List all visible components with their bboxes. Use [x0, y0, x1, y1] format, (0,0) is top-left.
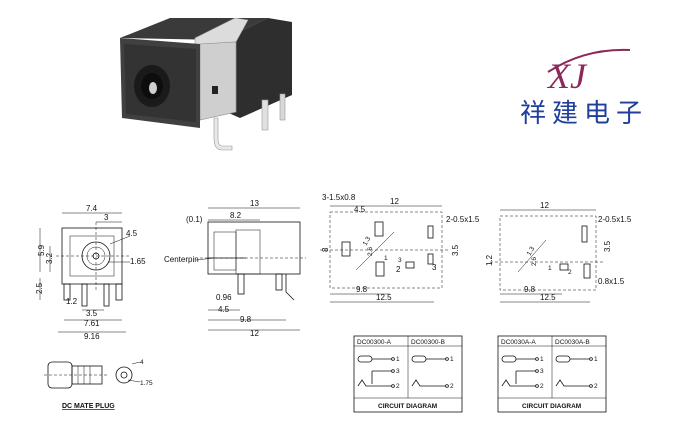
fpb-dim-pin-gap: 3.5	[603, 240, 612, 252]
dim-leg-spacing: 3.5	[86, 309, 98, 318]
fpa-dim-slot-offset: 4.5	[354, 205, 366, 214]
fpb-dim-pad: 2-0.5x1.5	[598, 215, 632, 224]
side-dim-total: 12	[250, 329, 259, 338]
circuit-b-header-a: DC0030A-A	[501, 339, 536, 346]
footprint-view-b: 12 2-0.5x1.5 3.5 1.2 1.3 2.6 1 2 0.8x1.5…	[485, 201, 632, 303]
fpb-dim-pad2: 0.8x1.5	[598, 277, 625, 286]
circuit-b-pin-1: 1	[450, 356, 454, 363]
logo-swoosh-icon	[547, 48, 631, 73]
fpb-dim-diag2: 2.6	[531, 257, 538, 266]
fpa-dim-diag2: 2.6	[367, 247, 374, 256]
side-centerpin-label: Centerpin	[164, 255, 199, 264]
side-dim-length: 13	[250, 199, 259, 208]
circuit-d-pin-2: 2	[594, 383, 598, 390]
fpb-dim-length: 12	[540, 201, 549, 210]
fpb-dim-offset: 1.2	[485, 254, 494, 266]
circuit-a-header-a: DC00300-A	[357, 339, 392, 346]
side-dim-pin-span: 9.8	[240, 315, 252, 324]
circuit-d-pin-1: 1	[594, 356, 598, 363]
logo-chinese-name: 祥建电子	[520, 99, 648, 129]
circuit-a-pin-1: 1	[396, 356, 400, 363]
dim-leg-width: 1.2	[66, 297, 78, 306]
circuit-c-pin-2: 2	[540, 383, 544, 390]
fpa-dim-pin-gap: 3.5	[451, 244, 460, 256]
dim-center-height: 3.2	[45, 252, 54, 264]
fpa-dim-pin1: 1	[384, 255, 388, 262]
connector-photo	[120, 17, 292, 151]
fpa-dim-length: 12	[390, 197, 399, 206]
dim-width-top: 7.4	[86, 204, 98, 213]
fpa-dim-pad: 2-0.5x1.5	[446, 215, 480, 224]
circuit-c-pin-1: 1	[540, 356, 544, 363]
plug-title: DC MATE PLUG	[62, 403, 115, 410]
circuit-a-footer: CIRCUIT DIAGRAM	[378, 403, 437, 410]
fpa-dim-width: 8	[321, 247, 330, 252]
side-view-drawing: 13 (0.1) 8.2 Centerpin 0.96 4.5 9.8 12	[164, 199, 306, 338]
mate-plug-drawing: 4 1.75 DC MATE PLUG	[44, 359, 153, 410]
fpa-dim-slots: 3-1.5x0.8	[322, 193, 356, 202]
fpb-dim-overall: 12.5	[540, 293, 556, 302]
fpa-dim-pin3-label: 3	[398, 257, 402, 264]
side-dim-gap: (0.1)	[186, 215, 203, 224]
circuit-b-pin-2: 2	[450, 383, 454, 390]
circuit-diagram-a: DC00300-A DC00300-B 1 3 2 1 2 CIRCUIT DI…	[353, 335, 463, 413]
fpb-dim-pin2: 2	[568, 269, 572, 276]
fpa-dim-overall: 12.5	[376, 293, 392, 302]
circuit-a-header-b: DC00300-B	[411, 339, 445, 346]
footprint-view-a: 3-1.5x0.8 4.5 12 2-0.5x1.5 8 3 3.5 2 1.3…	[320, 193, 480, 303]
circuit-a-pin-3: 3	[396, 368, 400, 375]
fpa-dim-pin-row: 9.8	[356, 285, 368, 294]
dim-pin-dia: 1.65	[130, 257, 146, 266]
fpb-dim-diag1: 1.3	[526, 245, 537, 257]
dim-half-width: 3	[104, 213, 109, 222]
dim-leg-height: 2.5	[35, 282, 44, 294]
front-view-drawing: 7.4 3 4.5 5.9 3.2 1.65 2.5 1.2 3.5 7.61 …	[35, 204, 146, 341]
side-dim-pin: 0.96	[216, 293, 232, 302]
circuit-b-footer: CIRCUIT DIAGRAM	[522, 403, 581, 410]
fpb-dim-pin1: 1	[548, 265, 552, 272]
side-dim-shield: 8.2	[230, 211, 242, 220]
side-dim-pin-offset: 4.5	[218, 305, 230, 314]
fpa-dim-diag1: 1.3	[362, 235, 373, 247]
company-logo: XJ 祥建电子	[520, 48, 648, 129]
dim-height: 5.9	[37, 244, 46, 256]
dim-total-width: 9.16	[84, 332, 100, 341]
circuit-c-pin-3: 3	[540, 368, 544, 375]
circuit-b-header-b: DC0030A-B	[555, 339, 590, 346]
fpa-dim-pin3: 3	[432, 263, 437, 272]
circuit-diagram-b: DC0030A-A DC0030A-B 1 3 2 1 2 CIRCUIT DI…	[497, 335, 607, 413]
dim-leg-outer: 7.61	[84, 319, 100, 328]
fpa-dim-pin2: 2	[396, 265, 401, 274]
circuit-a-pin-2: 2	[396, 383, 400, 390]
fpb-dim-pin-row: 9.8	[524, 285, 536, 294]
plug-dim-inner: 1.75	[140, 380, 153, 387]
plug-dim-outer: 4	[140, 359, 144, 366]
dim-hole-dia: 4.5	[126, 229, 138, 238]
